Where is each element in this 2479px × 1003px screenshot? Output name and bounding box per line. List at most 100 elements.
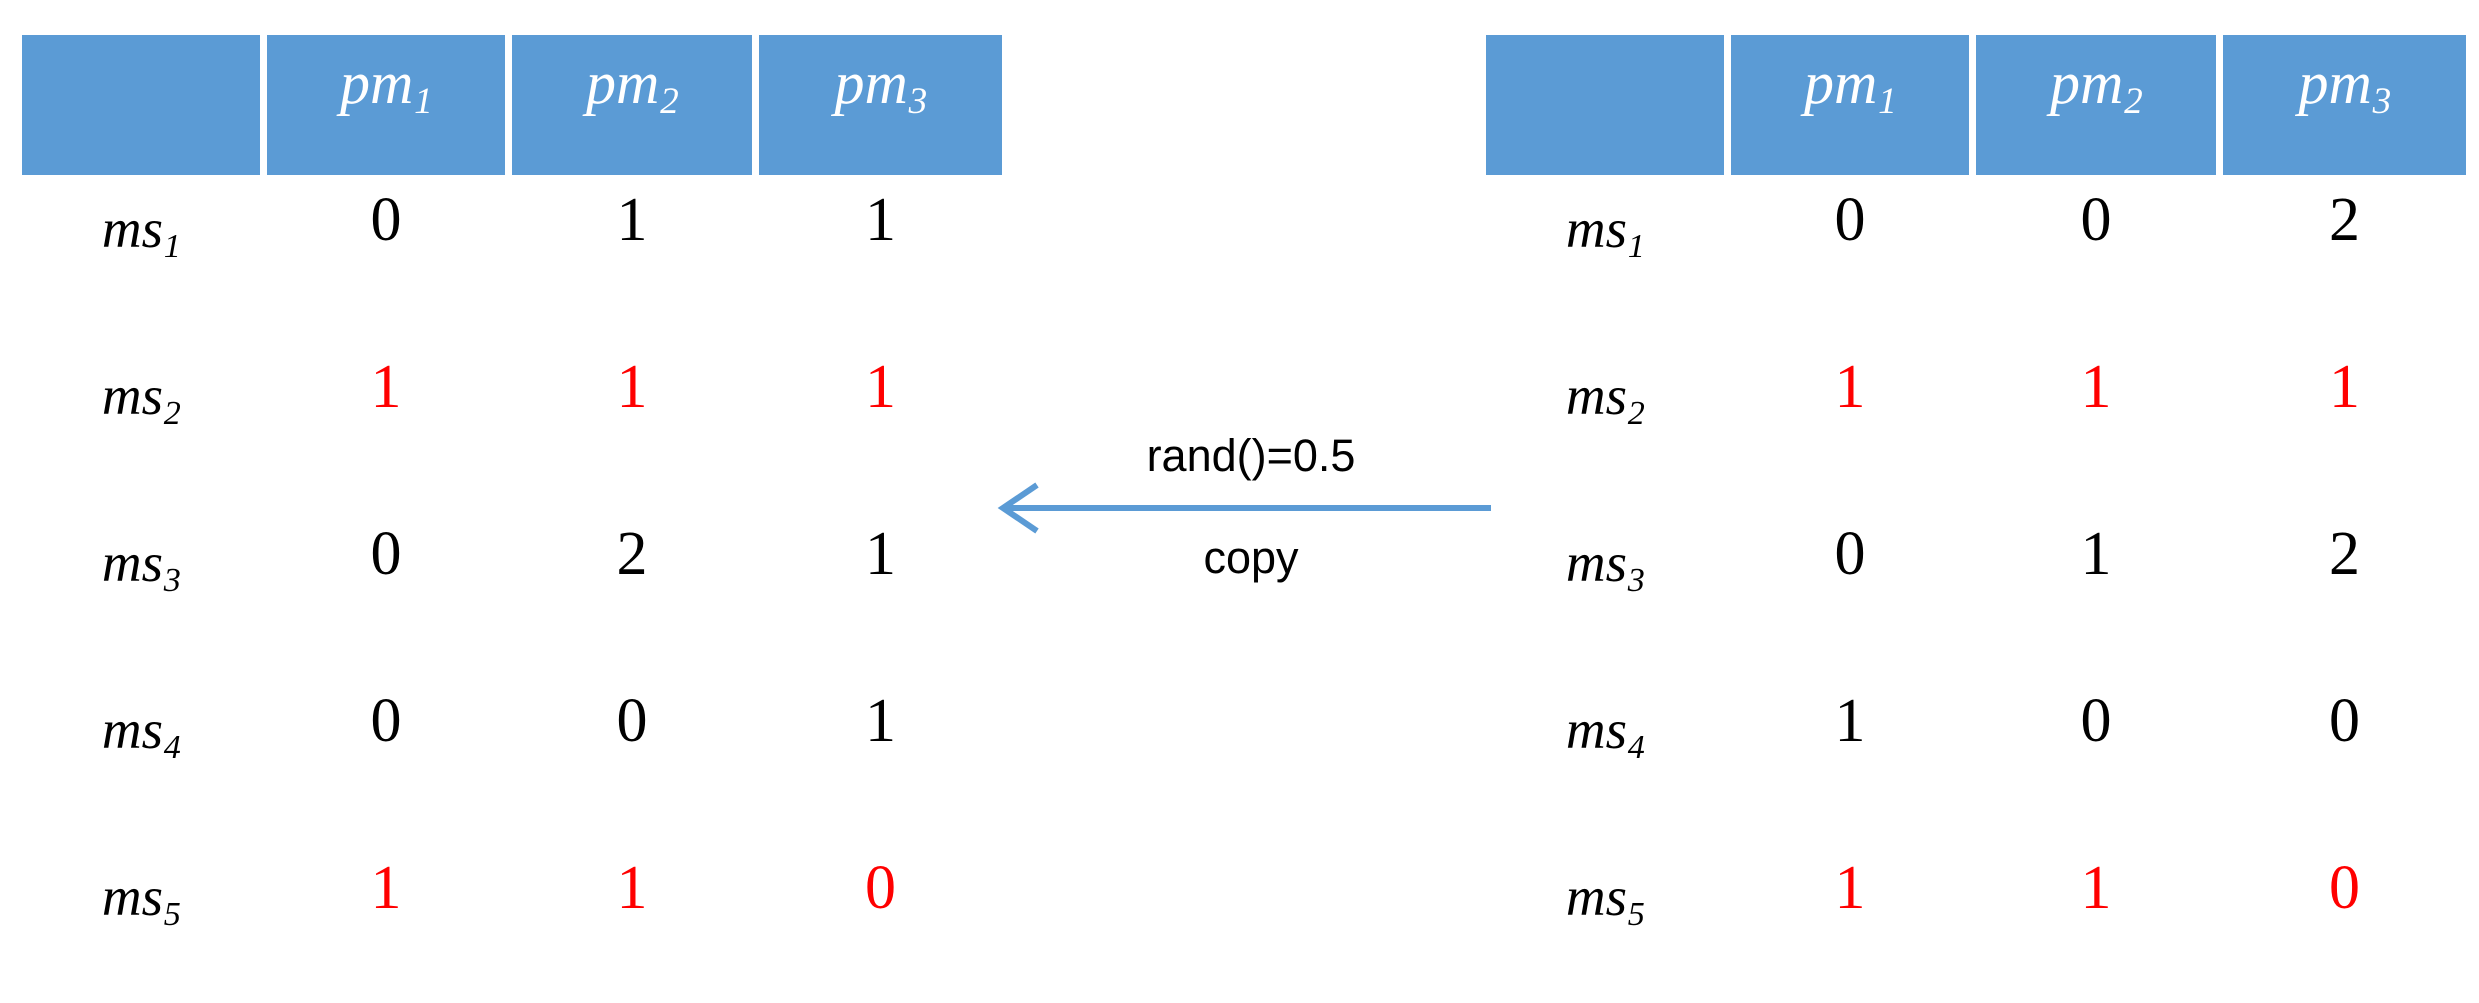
column-header-pm2: pm2 xyxy=(512,35,752,175)
matrix-cell: 2 xyxy=(2223,517,2466,676)
column-header-label: pm1 xyxy=(340,50,433,123)
column-header-label: pm3 xyxy=(834,50,928,123)
matrix-cell: 1 xyxy=(512,183,752,342)
matrix-cell-value-highlighted: 0 xyxy=(865,854,896,922)
matrix-table-left: pm1 pm2 pm3 ms1 0 1 1 ms2 1 1 1 ms3 0 2 1 ms4 0 0 1 ms5 1 1 0 xyxy=(22,35,1002,978)
row-header-label: ms4 xyxy=(1565,699,1645,767)
matrix-cell-value: 0 xyxy=(1834,520,1866,588)
matrix-cell: 0 xyxy=(267,183,505,342)
matrix-cell: 0 xyxy=(2223,851,2466,1003)
matrix-cell: 1 xyxy=(1731,684,1969,843)
matrix-cell: 0 xyxy=(267,517,505,676)
column-header-pm3: pm3 xyxy=(2223,35,2466,175)
matrix-cell: 0 xyxy=(1976,684,2216,843)
matrix-cell-value: 0 xyxy=(616,687,648,755)
row-header-label: ms5 xyxy=(1565,866,1645,934)
copy-arrow-group: rand()=0.5 copy xyxy=(995,425,1491,610)
matrix-cell-value-highlighted: 1 xyxy=(370,854,402,922)
arrow-label-rand: rand()=0.5 xyxy=(1146,430,1356,481)
matrix-cell: 0 xyxy=(1976,183,2216,342)
column-header-pm1: pm1 xyxy=(1731,35,1969,175)
column-header-label: pm2 xyxy=(2050,50,2143,123)
row-header-ms1: ms1 xyxy=(1486,183,1724,342)
matrix-cell-value: 0 xyxy=(2080,687,2112,755)
matrix-cell-value-highlighted: 1 xyxy=(2329,353,2360,421)
matrix-cell-value-highlighted: 1 xyxy=(1834,353,1866,421)
row-header-label: ms1 xyxy=(101,198,181,266)
table-corner-cell xyxy=(22,35,260,175)
matrix-cell: 2 xyxy=(512,517,752,676)
matrix-cell-value: 0 xyxy=(370,186,402,254)
column-header-pm1: pm1 xyxy=(267,35,505,175)
row-header-ms4: ms4 xyxy=(1486,684,1724,843)
arrow-label-copy: copy xyxy=(1203,532,1299,583)
matrix-cell-value: 1 xyxy=(616,186,648,254)
matrix-cell-value: 1 xyxy=(1834,687,1866,755)
row-header-label: ms4 xyxy=(101,699,181,767)
row-header-ms2: ms2 xyxy=(1486,350,1724,509)
matrix-cell: 1 xyxy=(759,517,1002,676)
matrix-cell-value: 1 xyxy=(2080,520,2112,588)
matrix-cell: 1 xyxy=(1976,851,2216,1003)
row-header-label: ms2 xyxy=(101,365,181,433)
left-arrow-icon xyxy=(997,482,1491,534)
matrix-cell: 1 xyxy=(2223,350,2466,509)
matrix-cell-value: 0 xyxy=(1834,186,1866,254)
matrix-cell-value-highlighted: 1 xyxy=(370,353,402,421)
matrix-cell: 1 xyxy=(1976,350,2216,509)
matrix-cell: 0 xyxy=(1731,183,1969,342)
matrix-cell-value: 0 xyxy=(2329,687,2360,755)
matrix-cell: 1 xyxy=(1731,851,1969,1003)
matrix-cell: 2 xyxy=(2223,183,2466,342)
column-header-pm2: pm2 xyxy=(1976,35,2216,175)
matrix-cell-value-highlighted: 1 xyxy=(1834,854,1866,922)
matrix-cell-value: 2 xyxy=(2329,520,2360,588)
column-header-label: pm2 xyxy=(586,50,679,123)
row-header-ms4: ms4 xyxy=(22,684,260,843)
matrix-cell: 0 xyxy=(1731,517,1969,676)
matrix-cell: 0 xyxy=(759,851,1002,1003)
matrix-cell: 1 xyxy=(759,183,1002,342)
column-header-label: pm3 xyxy=(2298,50,2392,123)
matrix-cell-value: 1 xyxy=(865,186,896,254)
matrix-cell-value-highlighted: 1 xyxy=(2080,353,2112,421)
column-header-label: pm1 xyxy=(1804,50,1897,123)
matrix-cell: 1 xyxy=(1731,350,1969,509)
matrix-cell-value-highlighted: 1 xyxy=(865,353,896,421)
matrix-cell-value: 2 xyxy=(2329,186,2360,254)
row-header-label: ms3 xyxy=(101,532,181,600)
matrix-cell: 1 xyxy=(1976,517,2216,676)
row-header-ms5: ms5 xyxy=(22,851,260,1003)
row-header-label: ms5 xyxy=(101,866,181,934)
matrix-cell: 1 xyxy=(267,851,505,1003)
matrix-table-right: pm1 pm2 pm3 ms1 0 0 2 ms2 1 1 1 ms3 0 1 2 ms4 1 0 0 ms5 1 1 0 xyxy=(1486,35,2466,978)
matrix-cell-value-highlighted: 1 xyxy=(616,353,648,421)
row-header-ms3: ms3 xyxy=(1486,517,1724,676)
matrix-cell-value: 2 xyxy=(616,520,648,588)
matrix-cell-value-highlighted: 0 xyxy=(2329,854,2360,922)
row-header-ms1: ms1 xyxy=(22,183,260,342)
column-header-pm3: pm3 xyxy=(759,35,1002,175)
matrix-cell-value-highlighted: 1 xyxy=(616,854,648,922)
row-header-label: ms3 xyxy=(1565,532,1645,600)
matrix-cell: 0 xyxy=(267,684,505,843)
matrix-cell: 1 xyxy=(759,684,1002,843)
matrix-cell: 1 xyxy=(512,851,752,1003)
matrix-cell-value: 0 xyxy=(370,687,402,755)
matrix-cell-value: 1 xyxy=(865,520,896,588)
matrix-cell-value: 1 xyxy=(865,687,896,755)
row-header-ms3: ms3 xyxy=(22,517,260,676)
matrix-cell-value: 0 xyxy=(370,520,402,588)
matrix-cell: 0 xyxy=(512,684,752,843)
matrix-cell-value-highlighted: 1 xyxy=(2080,854,2112,922)
matrix-cell-value: 0 xyxy=(2080,186,2112,254)
matrix-cell: 1 xyxy=(759,350,1002,509)
row-header-label: ms1 xyxy=(1565,198,1645,266)
row-header-ms2: ms2 xyxy=(22,350,260,509)
matrix-cell: 0 xyxy=(2223,684,2466,843)
matrix-cell: 1 xyxy=(267,350,505,509)
matrix-cell: 1 xyxy=(512,350,752,509)
row-header-label: ms2 xyxy=(1565,365,1645,433)
table-corner-cell xyxy=(1486,35,1724,175)
